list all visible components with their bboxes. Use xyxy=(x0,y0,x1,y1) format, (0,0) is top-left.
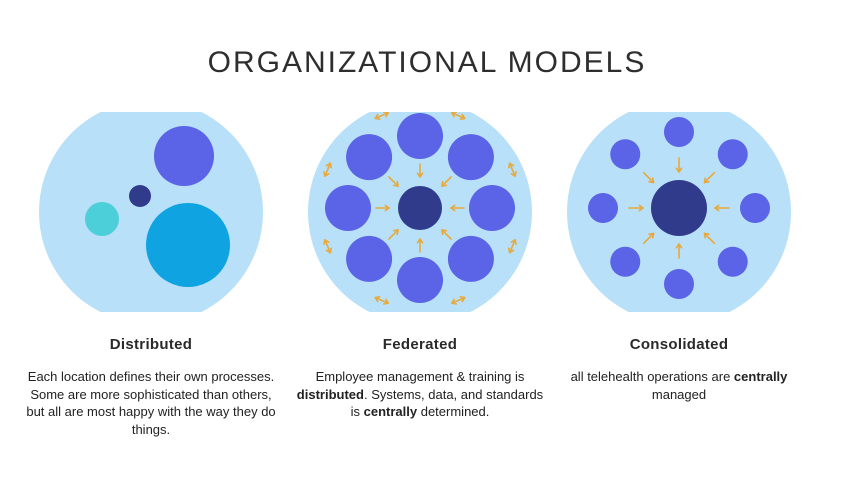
description-text: Each location defines their own processe… xyxy=(26,369,276,437)
federated-node xyxy=(397,113,443,159)
federated-inward-arrow xyxy=(441,176,452,187)
federated-peer-arrow xyxy=(507,162,517,177)
federated-node xyxy=(447,134,494,181)
description-text: determined. xyxy=(417,404,490,419)
consolidated-description: all telehealth operations are centrally … xyxy=(554,368,804,403)
consolidated-node xyxy=(610,246,641,277)
description-bold-text: centrally xyxy=(363,404,418,419)
distributed-teal-node xyxy=(85,202,119,236)
consolidated-inward-arrow xyxy=(642,232,655,245)
federated-core-node xyxy=(398,186,442,230)
federated-inward-arrow xyxy=(441,229,452,240)
federated-peer-arrow xyxy=(451,112,466,121)
consolidated-node xyxy=(717,246,748,277)
federated-node xyxy=(346,235,393,282)
federated-peer-arrow xyxy=(323,162,333,177)
description-text: managed xyxy=(651,386,707,402)
consolidated-inward-arrow xyxy=(675,157,683,173)
consolidated-node xyxy=(664,117,694,147)
consolidated-heading: Consolidated xyxy=(629,336,729,353)
distributed-heading: Distributed xyxy=(109,336,193,353)
distributed-blue-node xyxy=(146,203,230,287)
federated-peer-arrow xyxy=(323,239,333,254)
consolidated-inward-arrow xyxy=(675,243,683,259)
distributed-diagram xyxy=(26,112,276,312)
consolidated-node xyxy=(664,269,694,299)
consolidated-node xyxy=(588,193,618,223)
federated-peer-arrow xyxy=(507,239,517,254)
description-bold-text: distributed xyxy=(296,386,364,402)
federated-peer-arrow xyxy=(451,295,466,305)
consolidated-diagram xyxy=(554,112,804,312)
federated-peer-arrow xyxy=(374,295,389,305)
federated-inward-arrow xyxy=(416,163,424,178)
federated-inward-arrow xyxy=(375,204,390,212)
federated-heading: Federated xyxy=(382,336,458,353)
federated-node xyxy=(325,185,371,231)
consolidated-inward-arrow xyxy=(703,232,716,245)
federated-description: Employee management & training is distri… xyxy=(295,368,545,421)
consolidated-inward-arrow xyxy=(714,204,730,212)
distributed-description: Each location defines their own processe… xyxy=(26,368,276,438)
consolidated-node xyxy=(717,139,748,170)
federated-node xyxy=(447,235,494,282)
federated-inward-arrow xyxy=(450,204,465,212)
federated-inward-arrow xyxy=(388,176,399,187)
consolidated-node xyxy=(610,139,641,170)
consolidated-inward-arrow xyxy=(642,171,655,184)
federated-node xyxy=(469,185,515,231)
description-text: all telehealth operations are xyxy=(570,369,734,384)
distributed-small-node xyxy=(129,185,151,207)
description-text: Employee management & training is xyxy=(315,369,525,384)
federated-peer-arrow xyxy=(374,112,389,121)
consolidated-inward-arrow xyxy=(703,171,716,184)
consolidated-core-node xyxy=(651,180,707,236)
page-title: ORGANIZATIONAL MODELS xyxy=(207,46,647,79)
federated-inward-arrow xyxy=(388,229,399,240)
federated-diagram xyxy=(295,112,545,312)
federated-node xyxy=(346,134,393,181)
consolidated-node xyxy=(740,193,770,223)
description-bold-text: centrally xyxy=(733,369,788,384)
federated-node xyxy=(397,257,443,303)
federated-inward-arrow xyxy=(416,238,424,253)
description-text: . Systems, data, and standards is xyxy=(350,386,544,420)
consolidated-inward-arrow xyxy=(628,204,644,212)
distributed-background-circle xyxy=(39,112,263,312)
distributed-large-node xyxy=(154,126,214,186)
